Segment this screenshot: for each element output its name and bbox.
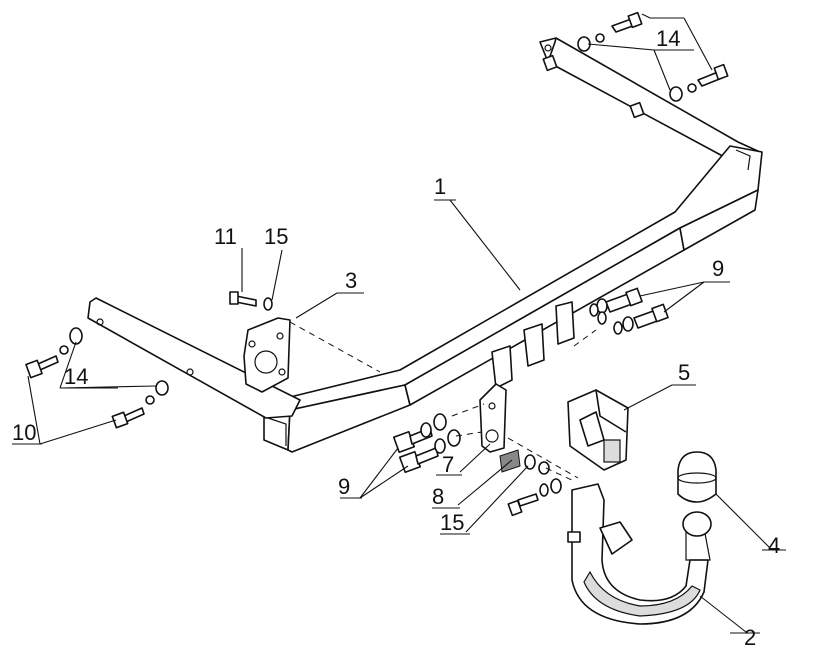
- callout-15-top: 15: [264, 224, 288, 249]
- callout-5: 5: [678, 360, 690, 385]
- left-fasteners: [25, 291, 273, 429]
- mounting-plate-3: [243, 317, 291, 393]
- callout-9-right: 9: [712, 256, 724, 281]
- assembly-dashed-lines: [289, 321, 597, 483]
- tow-hook-2: [567, 483, 712, 625]
- callout-11: 11: [214, 224, 237, 249]
- callout-10: 10: [12, 420, 36, 445]
- callout-15-bottom: 15: [440, 510, 464, 535]
- callout-7: 7: [442, 452, 454, 477]
- top-right-fasteners: [577, 11, 729, 102]
- callout-numbers: 1 2 3 4 5 7 8 9 9 10 11 14 14 15 15: [12, 26, 780, 650]
- callout-1: 1: [434, 174, 446, 199]
- callout-2: 2: [744, 625, 756, 650]
- callout-9-left: 9: [338, 474, 350, 499]
- callout-3: 3: [345, 268, 357, 293]
- right-side-bracket: [539, 37, 761, 169]
- right-fasteners: [589, 287, 669, 335]
- callout-14-top: 14: [656, 26, 680, 51]
- center-bracket-plates: [479, 301, 575, 453]
- ball-cap-4: [677, 451, 717, 503]
- main-crossbar: [263, 145, 763, 453]
- left-side-bracket: [87, 297, 301, 419]
- leader-lines: [12, 13, 786, 634]
- socket-module-5: [567, 389, 629, 471]
- callout-4: 4: [768, 533, 780, 558]
- callout-8: 8: [432, 484, 444, 509]
- callout-14-left: 14: [64, 364, 88, 389]
- center-fasteners: [392, 413, 562, 517]
